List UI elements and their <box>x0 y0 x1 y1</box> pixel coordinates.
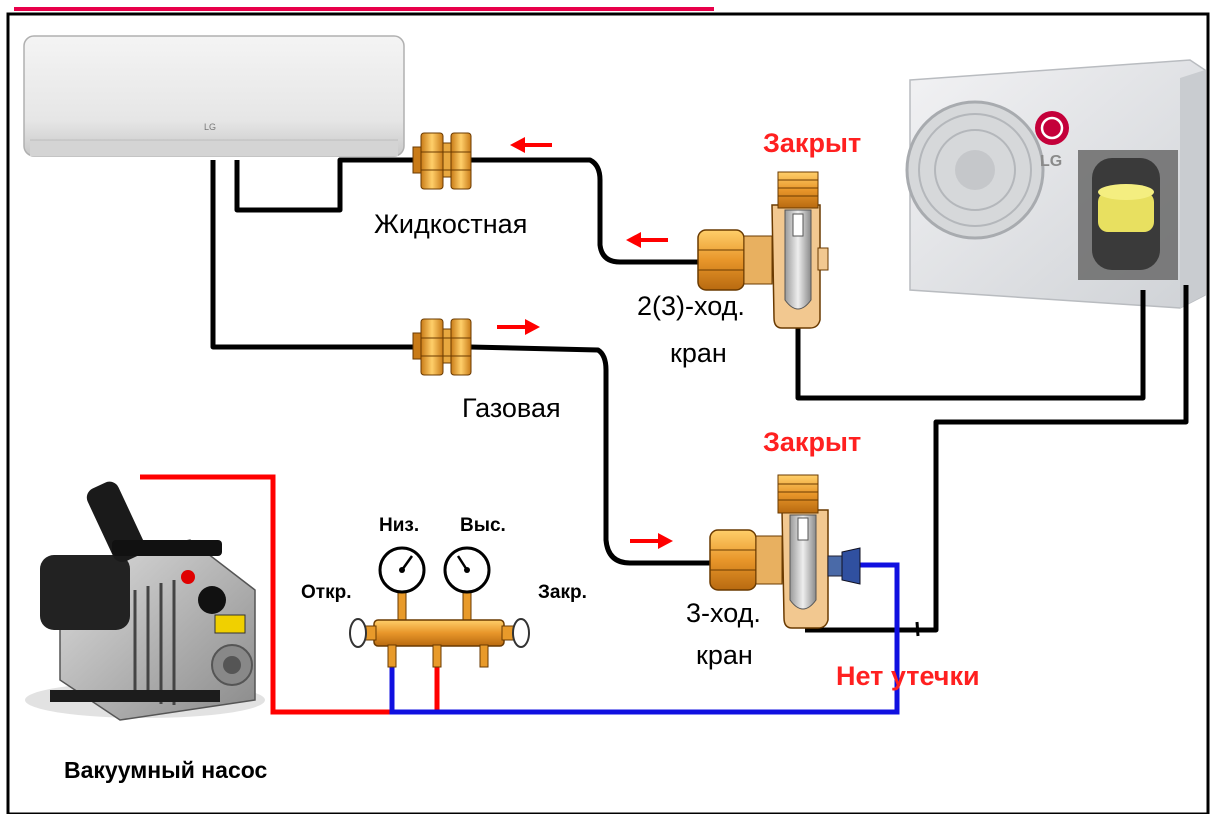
outdoor-unit: LG <box>907 60 1205 308</box>
vacuum-pump-label: Вакуумный насос <box>64 757 267 784</box>
gas-line-label: Газовая <box>462 393 561 424</box>
valve-bottom-status: Закрыт <box>763 427 861 458</box>
no-leak-label: Нет утечки <box>836 661 980 692</box>
arrow-left-icon <box>626 232 668 248</box>
valve-top-name-line1: 2(3)-ход. <box>637 291 745 322</box>
open-label: Откр. <box>301 582 351 604</box>
indoor-brand-logo: LG <box>204 122 216 132</box>
valve-bottom-name-line1: 3-ход. <box>686 598 761 629</box>
arrow-right-icon <box>630 533 673 549</box>
outdoor-brand-logo: LG <box>1040 153 1062 170</box>
vacuum-pump <box>25 478 265 720</box>
arrow-left-icon <box>510 137 552 153</box>
valve-top-name-line2: кран <box>670 338 727 369</box>
arrow-right-icon <box>497 319 540 335</box>
valve-top-status: Закрыт <box>763 128 861 159</box>
closed-label: Закр. <box>538 582 587 604</box>
valve-bottom-name-line2: кран <box>696 640 753 671</box>
manifold-gauge <box>350 548 529 667</box>
gauge-high-label: Выс. <box>460 515 506 537</box>
flare-nut-liquid <box>413 133 471 189</box>
indoor-unit: LG <box>24 36 404 156</box>
flow-arrows <box>497 137 673 549</box>
lg-logo-icon <box>1035 111 1069 145</box>
flare-nut-gas <box>413 319 471 375</box>
gauge-low-label: Низ. <box>379 515 419 537</box>
liquid-line-label: Жидкостная <box>374 209 527 240</box>
